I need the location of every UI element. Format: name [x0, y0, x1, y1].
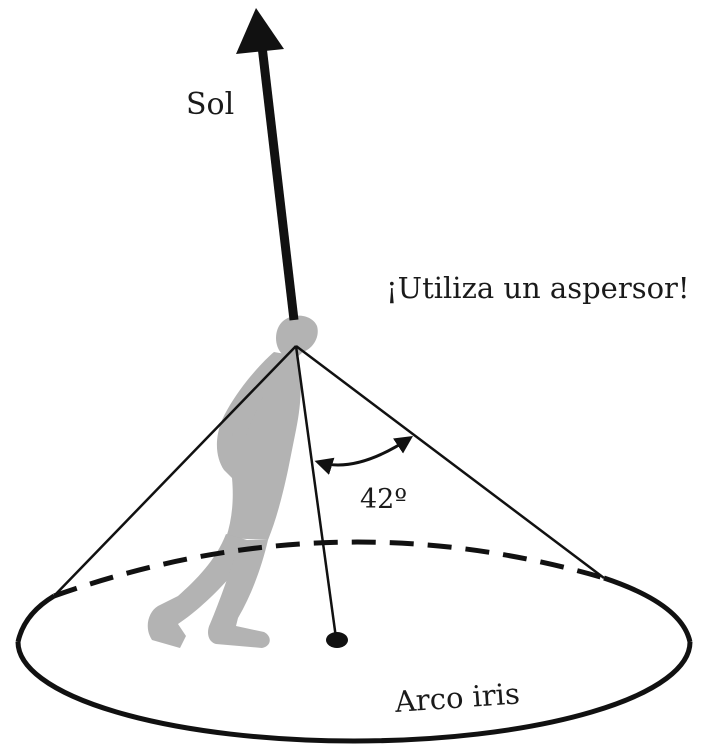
angle-label: 42º — [360, 484, 408, 515]
sun-direction-arrow — [236, 8, 299, 321]
rainbow-ellipse-back-dashed — [53, 539, 605, 599]
sprinkler-hint-label: ¡Utiliza un aspersor! — [386, 271, 690, 305]
sun-label: Sol — [186, 87, 235, 122]
cone-lines — [53, 345, 605, 639]
rainbow-ellipse-right-join — [603, 575, 693, 643]
cone-axis-line — [294, 345, 338, 639]
rainbow-ellipse-front — [15, 641, 693, 744]
rainbow-ellipse-left-join — [15, 593, 56, 643]
rainbow-label: Arco iris — [393, 676, 521, 719]
rainbow-ellipse — [15, 539, 693, 744]
cone-right-edge — [295, 345, 605, 579]
person-silhouette-icon — [147, 315, 318, 648]
shadow-point — [326, 632, 348, 648]
cone-left-edge — [53, 345, 297, 597]
arrow-up-icon — [236, 8, 284, 54]
angle-arc — [314, 436, 413, 475]
